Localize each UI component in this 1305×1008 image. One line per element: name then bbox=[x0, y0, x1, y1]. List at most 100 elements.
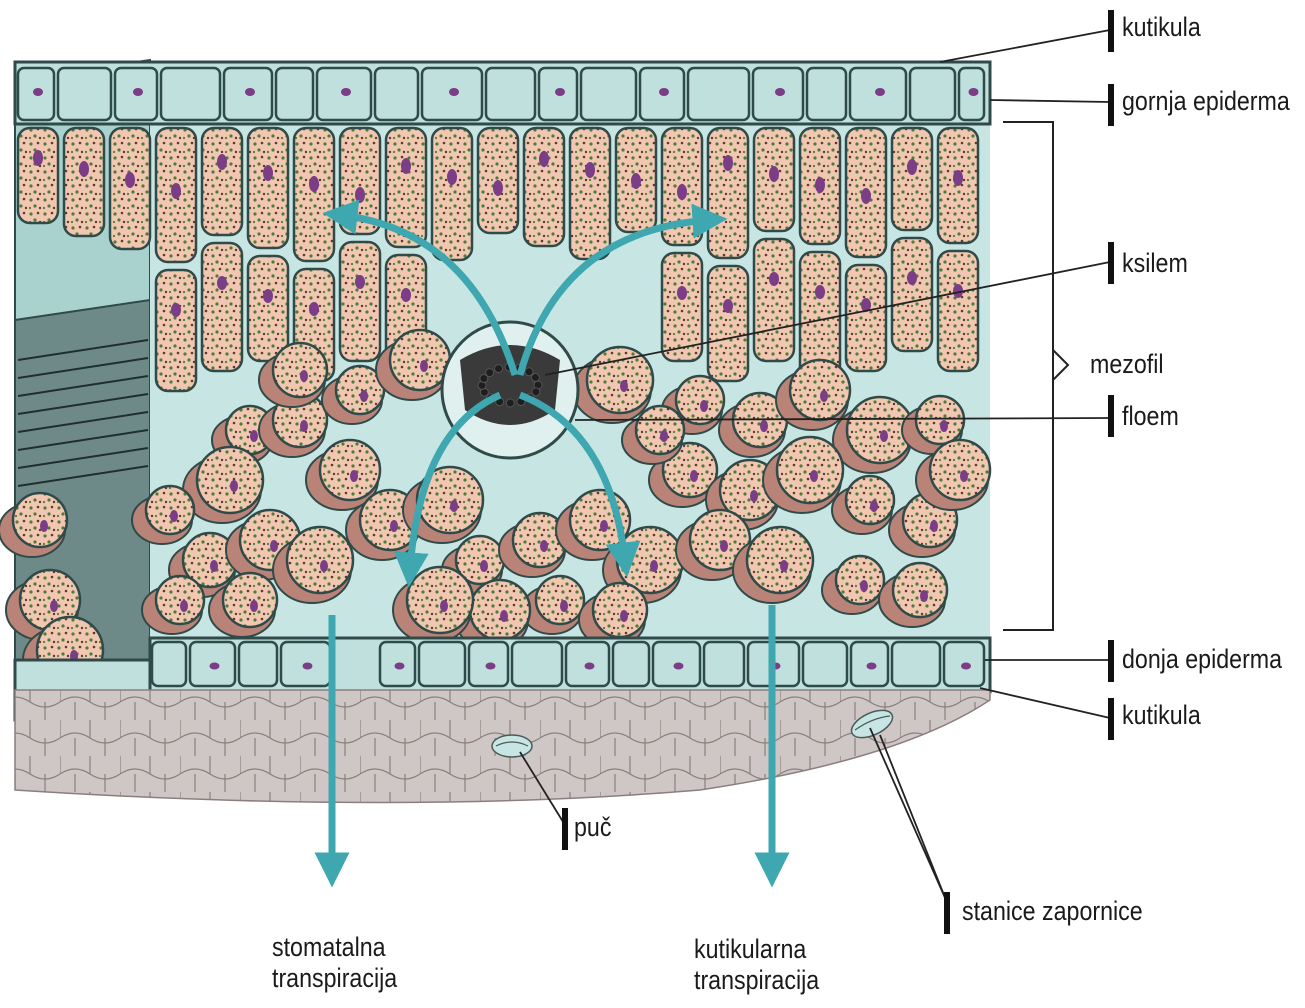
cell-nucleus bbox=[600, 520, 608, 532]
spongy-cell bbox=[747, 527, 813, 593]
cell-nucleus bbox=[360, 390, 368, 402]
label-kutikula-bottom: kutikula bbox=[1122, 702, 1201, 729]
cell-nucleus bbox=[861, 188, 871, 204]
leader-kutikula-bottom bbox=[980, 688, 1110, 718]
cell-nucleus bbox=[250, 600, 258, 612]
cell-nucleus bbox=[180, 600, 188, 612]
label-bar-floem bbox=[1108, 395, 1114, 437]
cell-nucleus bbox=[810, 470, 818, 482]
cell-nucleus bbox=[171, 183, 181, 199]
spongy-cell bbox=[470, 580, 530, 640]
cell-nucleus bbox=[677, 286, 687, 300]
lower-epidermis-cell bbox=[803, 642, 847, 686]
cell-nucleus bbox=[540, 540, 548, 552]
cell-nucleus bbox=[815, 177, 825, 193]
label-stomatalna-line2: transpiracija bbox=[272, 963, 397, 994]
cell-nucleus bbox=[355, 275, 365, 289]
cell-nucleus bbox=[723, 299, 733, 313]
palisade-cell bbox=[340, 242, 380, 361]
spongy-cell bbox=[846, 476, 894, 524]
xylem-vessel bbox=[495, 365, 503, 373]
cell-nucleus bbox=[493, 180, 503, 196]
spongy-cell bbox=[893, 563, 947, 617]
cell-nucleus bbox=[300, 370, 308, 382]
upper-epidermis bbox=[15, 62, 990, 124]
cell-nucleus bbox=[539, 151, 549, 167]
xylem-vessel bbox=[525, 368, 533, 376]
palisade-cell bbox=[432, 128, 472, 260]
spongy-cell bbox=[836, 556, 884, 604]
cell-nucleus bbox=[210, 560, 218, 572]
spongy-cell bbox=[407, 567, 473, 633]
cell-nucleus bbox=[245, 88, 255, 96]
spongy-cell bbox=[593, 583, 647, 637]
cell-nucleus bbox=[79, 161, 89, 177]
cell-nucleus bbox=[659, 88, 669, 96]
cell-nucleus bbox=[631, 173, 641, 189]
upper-epidermis-cell bbox=[807, 68, 846, 120]
upper-epidermis-cell bbox=[161, 68, 220, 120]
cell-nucleus bbox=[907, 271, 917, 285]
upper-epidermis-cell bbox=[910, 68, 955, 120]
label-stanice-zapornice: stanice zapornice bbox=[962, 898, 1143, 925]
cell-nucleus bbox=[263, 289, 273, 303]
spongy-cell bbox=[587, 347, 653, 413]
cell-nucleus bbox=[480, 560, 488, 572]
cell-nucleus bbox=[171, 303, 181, 317]
cell-nucleus bbox=[40, 520, 48, 532]
upper-epidermis-cell bbox=[581, 68, 636, 120]
cell-nucleus bbox=[860, 580, 868, 592]
cell-nucleus bbox=[450, 500, 458, 512]
spongy-cell bbox=[636, 406, 684, 454]
palisade-cell bbox=[524, 128, 564, 246]
label-bar-stanice-zapornice bbox=[944, 892, 950, 934]
label-kutikula-top: kutikula bbox=[1122, 14, 1201, 41]
vascular-bundle bbox=[442, 322, 578, 458]
cell-nucleus bbox=[820, 390, 828, 402]
palisade-cell bbox=[570, 128, 610, 259]
upper-epidermis-cell bbox=[375, 68, 418, 120]
cell-nucleus bbox=[585, 663, 595, 670]
cell-nucleus bbox=[420, 360, 428, 372]
cell-nucleus bbox=[677, 184, 687, 200]
upper-epidermis-cell bbox=[486, 68, 535, 120]
cell-nucleus bbox=[390, 520, 398, 532]
cell-nucleus bbox=[300, 420, 308, 432]
cell-nucleus bbox=[270, 540, 278, 552]
palisade-cell bbox=[156, 270, 196, 391]
leader-kutikula-top bbox=[940, 30, 1110, 62]
palisade-cell bbox=[202, 128, 242, 235]
cell-nucleus bbox=[700, 400, 708, 412]
label-bar-gornja-epiderma bbox=[1108, 84, 1114, 126]
cell-nucleus bbox=[230, 480, 238, 492]
leader-gornja-epiderma bbox=[990, 100, 1110, 102]
cell-nucleus bbox=[217, 276, 227, 290]
cell-nucleus bbox=[309, 302, 319, 316]
palisade-cell bbox=[64, 128, 104, 236]
palisade-cell bbox=[708, 128, 748, 258]
upper-epidermis-cell bbox=[58, 68, 111, 120]
cell-nucleus bbox=[320, 560, 328, 572]
leader-zapornice-b bbox=[870, 728, 946, 900]
spongy-cell bbox=[156, 576, 204, 624]
label-stomatalna-line1: stomatalna bbox=[272, 932, 397, 963]
label-donja-epiderma: donja epiderma bbox=[1122, 646, 1282, 673]
cell-nucleus bbox=[50, 600, 58, 612]
cell-nucleus bbox=[560, 600, 568, 612]
palisade-cell bbox=[294, 128, 334, 261]
cell-nucleus bbox=[769, 272, 779, 286]
cell-nucleus bbox=[880, 430, 888, 442]
cell-nucleus bbox=[940, 420, 948, 432]
label-mezofil: mezofil bbox=[1090, 351, 1164, 378]
spongy-cell bbox=[930, 440, 990, 500]
cell-nucleus bbox=[953, 170, 963, 186]
cell-nucleus bbox=[217, 154, 227, 170]
cell-nucleus bbox=[650, 560, 658, 572]
palisade-cell bbox=[708, 266, 748, 381]
label-bar-puc bbox=[562, 808, 568, 850]
spongy-cell bbox=[146, 486, 194, 534]
cell-nucleus bbox=[750, 490, 758, 502]
cell-nucleus bbox=[210, 663, 220, 670]
cell-nucleus bbox=[263, 165, 273, 181]
cell-nucleus bbox=[875, 88, 885, 96]
